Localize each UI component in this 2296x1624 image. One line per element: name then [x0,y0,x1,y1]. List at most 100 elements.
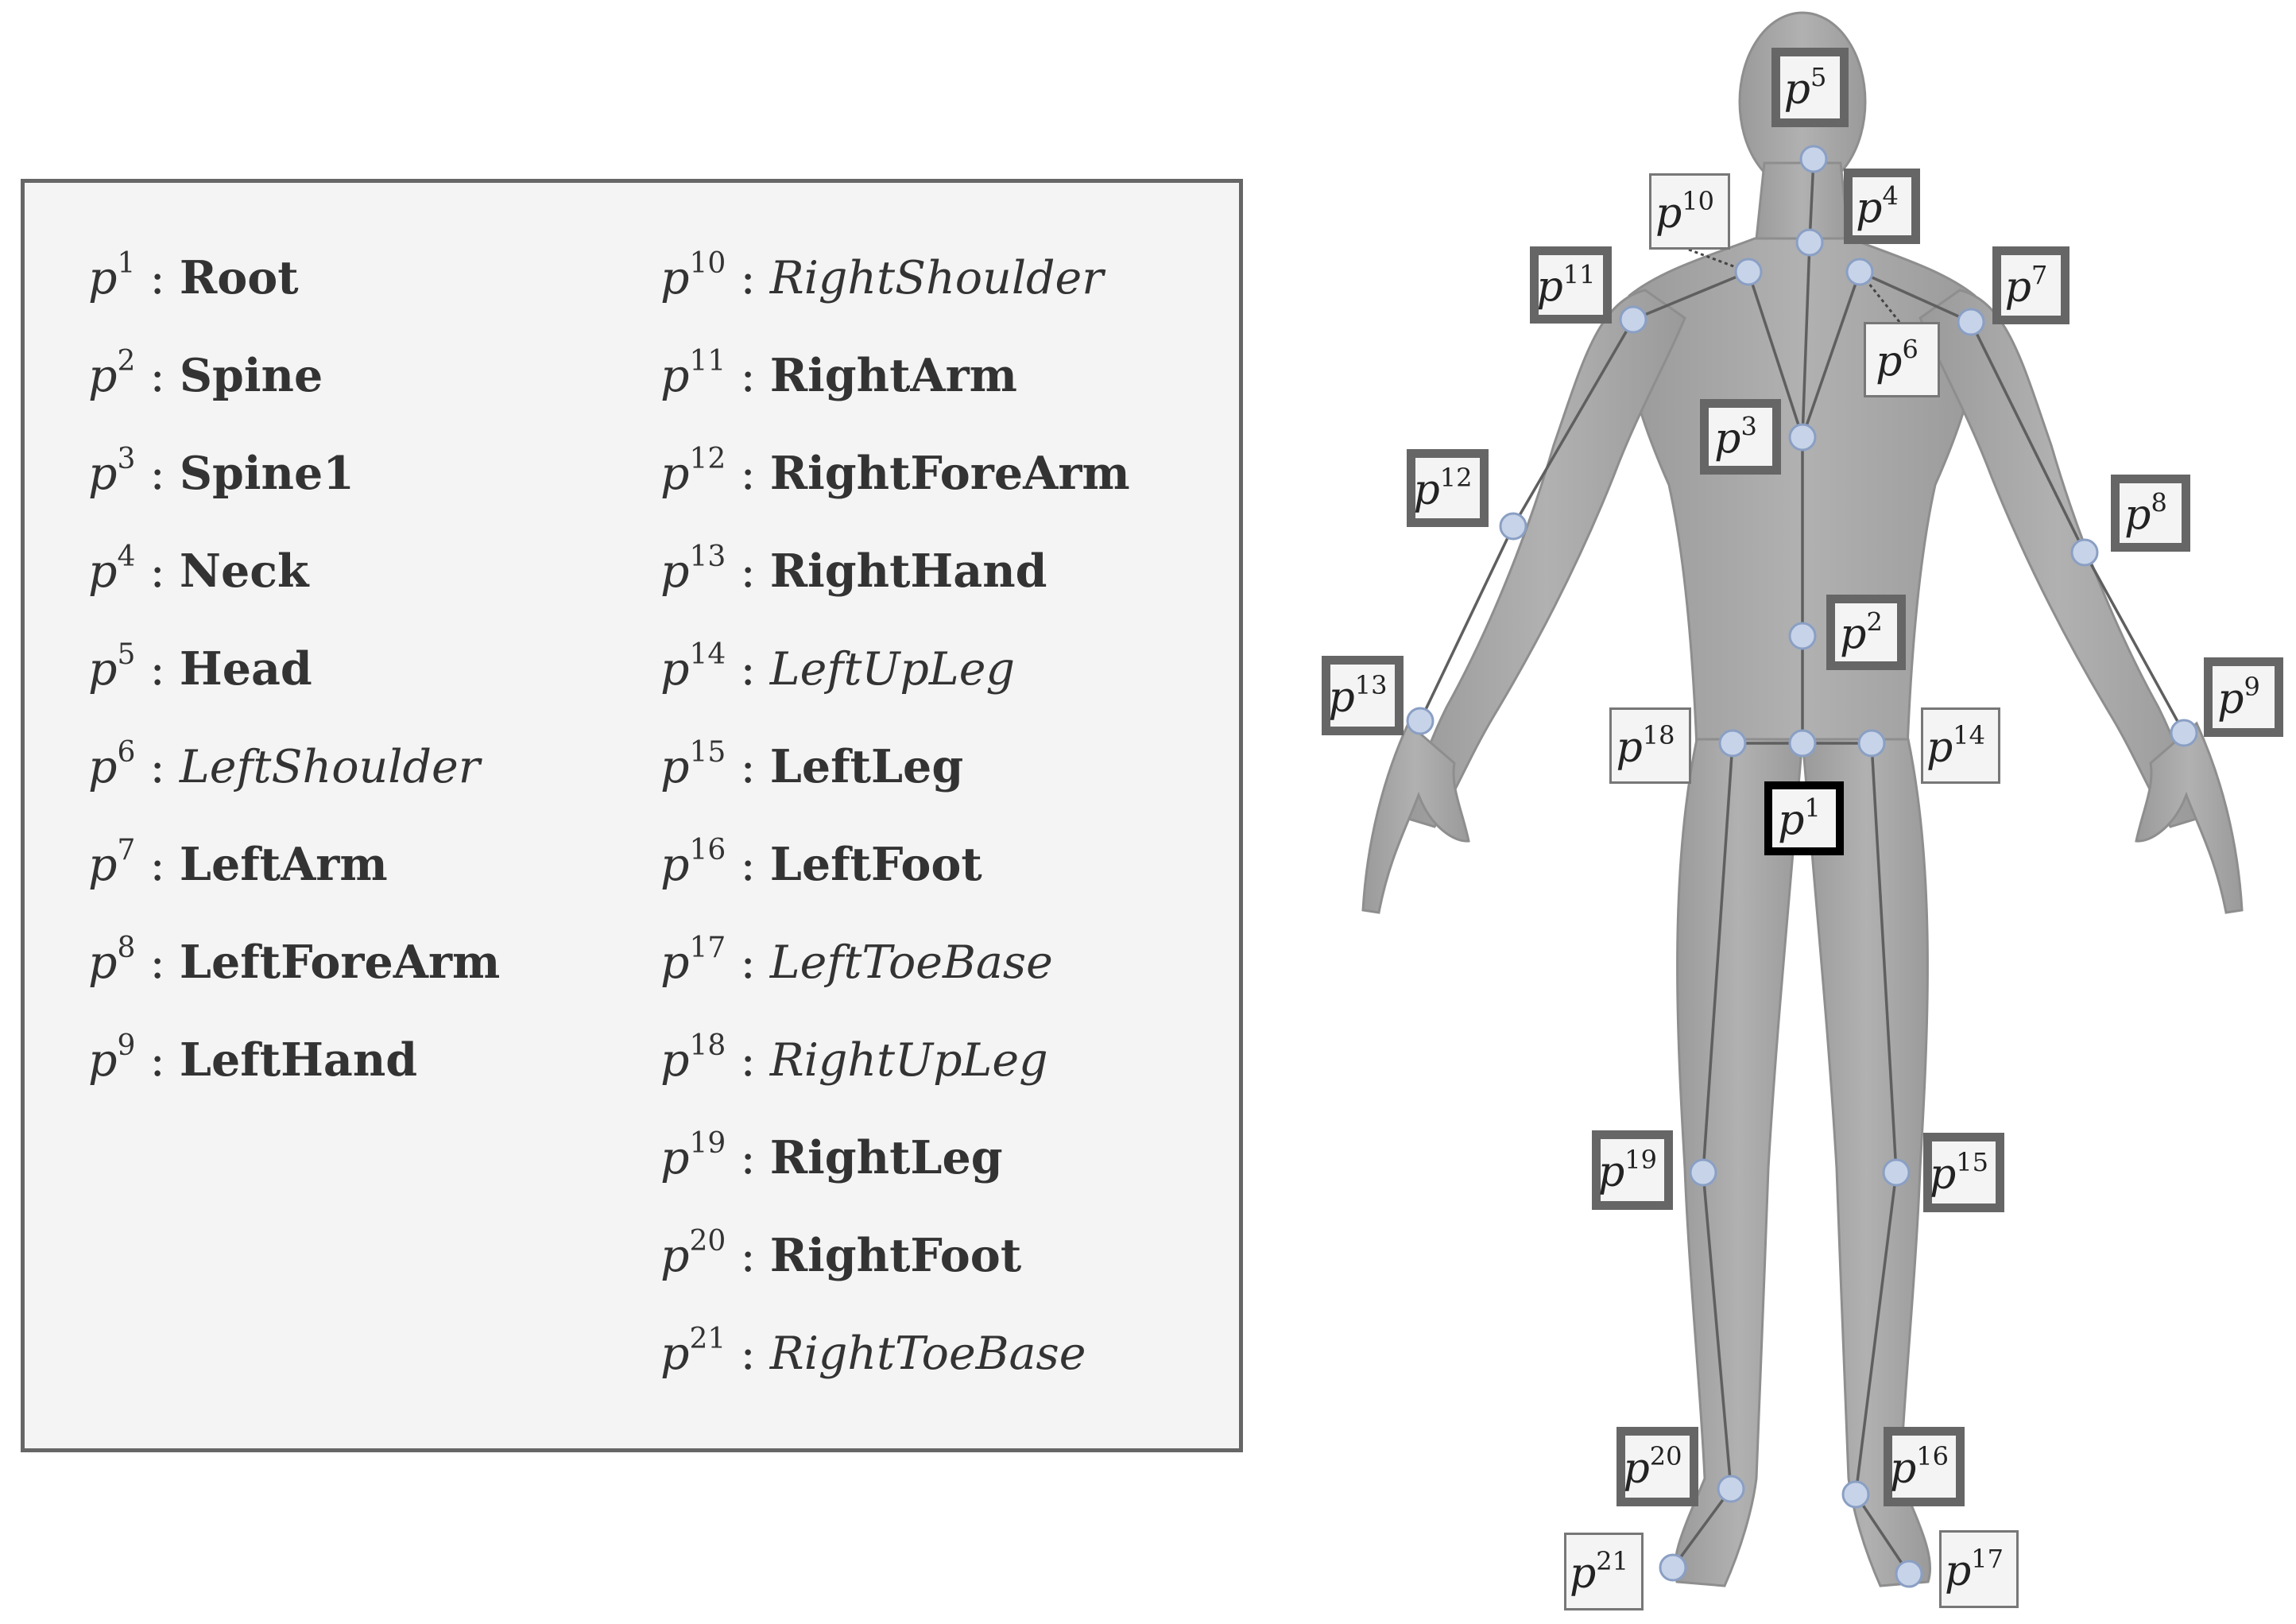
legend-joint-index: 18 [689,1029,726,1062]
legend-symbol: p [660,643,690,696]
joint-p11 [1619,305,1647,334]
legend-joint-index: 14 [689,638,726,671]
joint-label-index: 19 [1624,1145,1657,1175]
joint-label-box [1923,1133,2004,1212]
joint-label-index: 13 [1355,670,1388,700]
left-hand-shape [2135,721,2244,914]
joint-label-symbol: p [1655,190,1682,238]
legend-separator: : [740,936,756,989]
legend-joint-name: RightArm [769,349,1017,402]
legend-separator: : [740,1132,756,1184]
legend-symbol: p [660,741,690,793]
joint-label-box [1939,1530,2019,1608]
legend-joint-index: 3 [117,443,136,475]
joint-p10 [1734,258,1763,286]
legend-entry-p13: p13 : RightHand [660,543,1047,598]
joint-label-p20: p20 [1616,1427,1698,1506]
legend-separator: : [149,350,165,402]
bone-p19-p20 [1702,1172,1733,1490]
legend-entry-p10: p10 : RightShoulder [660,250,1104,304]
joint-label-text: p16 [1890,1441,1949,1493]
joint-p5 [1799,145,1828,173]
legend-symbol: p [660,545,690,598]
legend-joint-index: 16 [689,834,726,866]
legend-symbol: p [88,839,118,891]
joint-label-index: 9 [2244,672,2259,702]
joint-label-text: p4 [1856,181,1899,233]
legend-symbol: p [660,1327,690,1380]
joint-label-symbol: p [2124,492,2151,540]
joint-label-index: 15 [1956,1147,1988,1177]
joint-label-index: 17 [1971,1544,2004,1574]
legend-symbol: p [660,936,690,989]
joint-label-text: p21 [1570,1546,1628,1598]
joint-label-box [1826,595,1906,670]
joint-label-index: 11 [1563,260,1596,290]
legend-joint-index: 13 [689,541,726,573]
bone-p3-p4 [1801,242,1811,438]
joint-label-index: 2 [1866,607,1882,638]
legend-separator: : [149,252,165,304]
legend-separator: : [740,350,756,402]
joint-label-symbol: p [1926,724,1953,772]
joint-label-symbol: p [2217,676,2244,723]
legend-entry-p1: p1 : Root [88,250,299,304]
joint-label-p14: p14 [1921,707,2000,784]
legend-joint-name: Head [179,642,312,696]
joint-label-symbol: p [1930,1151,1956,1199]
legend-separator: : [740,1230,756,1282]
joint-p8 [2070,538,2099,567]
legend-joint-name: Spine1 [179,447,354,500]
legend-separator: : [740,252,756,304]
joint-p7 [1957,308,1985,336]
joint-label-box [2111,475,2190,552]
legend-entry-p15: p15 : LeftLeg [660,738,963,793]
joint-label-text: p8 [2124,488,2167,540]
bone-p11-p12 [1512,319,1635,527]
joint-label-box [1764,781,1844,855]
joint-label-text: p19 [1598,1145,1657,1196]
legend-separator: : [740,839,756,891]
joint-p13 [1406,707,1435,735]
bone-p18-p19 [1702,742,1734,1173]
joint-label-text: p2 [1840,607,1883,659]
legend-joint-index: 7 [117,834,136,866]
joint-label-index: 8 [2151,488,2166,518]
joint-p16 [1841,1480,1870,1509]
joint-label-index: 16 [1916,1441,1949,1471]
joint-label-box [1864,322,1940,397]
legend-joint-name: RightShoulder [769,252,1104,304]
joint-label-symbol: p [1413,467,1439,514]
legend-entry-p19: p19 : RightLeg [660,1130,1003,1184]
joint-label-text: p14 [1926,720,1985,772]
joint-p20 [1717,1475,1745,1503]
joint-label-p11: p11 [1530,246,1612,324]
joint-labels: p1p2p3p4p5p6p7p8p9p10p11p12p13p14p15p16p… [1322,48,2283,1610]
legend-symbol: p [88,448,118,500]
joint-p2 [1788,622,1817,650]
joint-label-text: p13 [1328,670,1387,722]
legend-separator: : [149,643,165,696]
legend-joint-index: 15 [689,736,726,769]
joint-label-index: 3 [1740,412,1756,442]
joint-label-p12: p12 [1407,449,1489,527]
joint-label-text: p17 [1945,1544,2004,1595]
legend-separator: : [740,741,756,793]
joint-label-text: p5 [1784,62,1827,114]
legend-joint-index: 11 [689,345,726,378]
legend-joint-name: LeftFoot [769,838,982,891]
legend-entry-p11: p11 : RightArm [660,347,1017,402]
legend-symbol: p [660,252,690,304]
legend-joint-name: RightUpLeg [769,1034,1048,1087]
joint-label-text: p10 [1655,186,1714,238]
bone-p10-p11 [1632,270,1749,321]
joint-label-text: p1 [1778,793,1821,845]
joint-label-text: p9 [2217,672,2260,723]
joint-label-box [1530,246,1612,324]
joint-label-box [1407,449,1489,527]
bone-p12-p13 [1419,525,1515,722]
joint-label-symbol: p [1328,674,1354,722]
legend-joint-name: RightToeBase [769,1327,1086,1380]
legend-symbol: p [88,350,118,402]
joint-label-text: p6 [1876,335,1918,386]
